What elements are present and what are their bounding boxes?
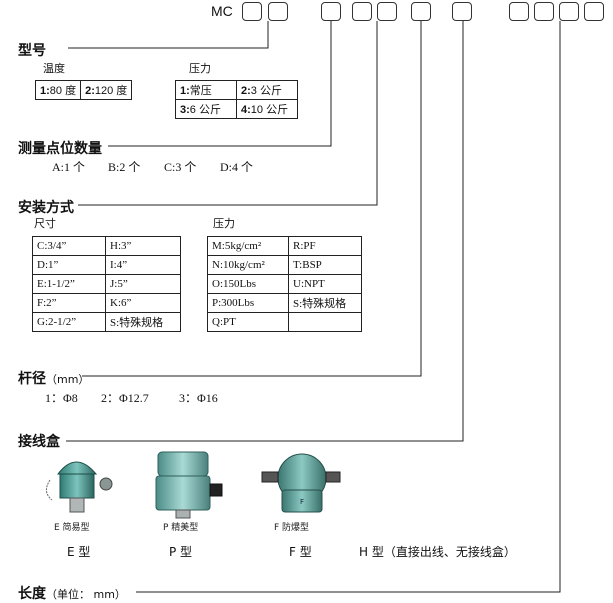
rod-option-1: 1：Φ8 — [45, 391, 78, 405]
junction-type-e: E 型 — [67, 545, 91, 559]
rod-heading: 杆径（mm） — [18, 368, 89, 388]
code-box-model-2 — [268, 2, 288, 21]
code-box-junction — [452, 2, 472, 21]
rod-unit: （mm） — [46, 373, 90, 386]
size-row: E:1-1/2”J:5” — [32, 274, 181, 294]
explosion-proof-junction-box-photo: F — [261, 453, 341, 513]
junction-title: 接线盒 — [18, 434, 60, 450]
code-box-mounting-2 — [377, 2, 397, 21]
code-box-length-3 — [559, 2, 579, 21]
size-row: D:1”I:4” — [32, 255, 181, 275]
rod-connector — [82, 21, 422, 377]
mounting-pressure-label: 压力 — [213, 217, 235, 230]
model-pressure-option-3: 3:6 公斤 — [175, 99, 237, 119]
junction-connector — [66, 21, 464, 442]
junction-type-h: H 型（直接出线、无接线盒） — [359, 545, 516, 559]
mounting-title: 安装方式 — [18, 200, 74, 216]
code-box-length-2 — [534, 2, 554, 21]
rod-options: 1：Φ8 2：Φ12.7 3：Φ16 — [45, 389, 218, 406]
svg-text:F: F — [300, 498, 304, 506]
model-connector — [68, 21, 269, 49]
code-box-rod — [411, 2, 431, 21]
junction-types: E 型 P 型 F 型 H 型（直接出线、无接线盒） — [67, 543, 516, 560]
mounting-connector — [78, 21, 378, 206]
rod-title: 杆径 — [18, 371, 46, 387]
junction-caption-p: P 精美型 — [163, 523, 199, 533]
temp-option-1: 1:80 度 — [34, 80, 82, 100]
junction-type-f: F 型 — [289, 545, 312, 559]
model-pressure-option-2: 2:3 公斤 — [236, 80, 298, 100]
temp-table: 1:80 度 2:120 度 — [34, 80, 133, 100]
model-pressure-option-1: 1:常压 — [175, 80, 237, 100]
points-option-c: C:3 个 — [164, 160, 197, 174]
temp-label: 温度 — [43, 62, 65, 75]
size-row: G:2-1/2”S:特殊规格 — [32, 312, 181, 332]
junction-type-p: P 型 — [169, 545, 193, 559]
size-row: C:3/4”H:3” — [32, 236, 181, 256]
model-pressure-option-4: 4:10 公斤 — [236, 99, 298, 119]
model-title: 型号 — [18, 43, 46, 59]
points-connector — [108, 21, 332, 147]
points-option-d: D:4 个 — [220, 160, 254, 174]
points-title: 测量点位数量 — [18, 141, 102, 157]
code-box-length-4 — [584, 2, 604, 21]
junction-caption-f: F 防爆型 — [274, 523, 310, 533]
length-connector — [136, 21, 561, 593]
simple-junction-box-photo — [46, 461, 113, 513]
junction-caption-e: E 简易型 — [54, 523, 90, 533]
length-unit: （单位： mm） — [46, 588, 126, 601]
size-row: F:2”K:6” — [32, 293, 181, 313]
code-box-mounting-1 — [352, 2, 372, 21]
rod-option-3: 3：Φ16 — [179, 391, 218, 405]
length-title: 长度 — [18, 586, 46, 602]
code-box-model-1 — [242, 2, 262, 21]
points-options: A:1 个 B:2 个 C:3 个 D:4 个 — [52, 158, 253, 175]
length-heading: 长度（单位： mm） — [18, 583, 126, 603]
temp-option-2: 2:120 度 — [80, 80, 133, 100]
points-option-b: B:2 个 — [108, 160, 141, 174]
code-box-points — [321, 2, 341, 21]
size-table: C:3/4”H:3” D:1”I:4” E:1-1/2”J:5” F:2”K:6… — [32, 236, 181, 332]
points-option-a: A:1 个 — [52, 160, 86, 174]
size-label: 尺寸 — [34, 217, 56, 230]
deluxe-junction-box-photo — [155, 451, 223, 519]
model-pressure-table: 1:常压 2:3 公斤 3:6 公斤 4:10 公斤 — [175, 80, 298, 119]
rod-option-2: 2：Φ12.7 — [101, 391, 149, 405]
model-prefix: MC — [211, 3, 233, 19]
model-pressure-label: 压力 — [189, 62, 211, 75]
pressure-row: Q:PT — [207, 312, 362, 332]
code-box-length-1 — [509, 2, 529, 21]
